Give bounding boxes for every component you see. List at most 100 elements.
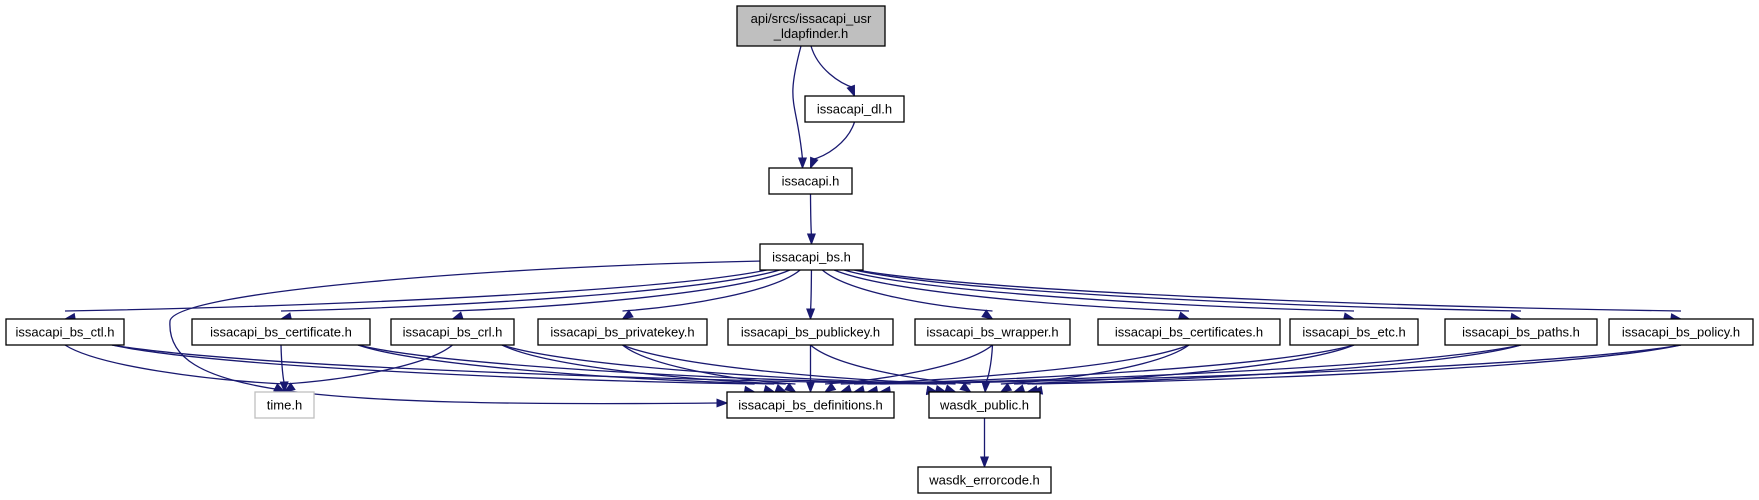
node-label: issacapi_bs_policy.h — [1622, 325, 1740, 340]
nodes-layer: api/srcs/issacapi_usr_ldapfinder.hissaca… — [5, 5, 1754, 494]
node-box — [390, 318, 515, 346]
node-box — [804, 95, 905, 123]
edge-policy-to-wasdk — [1030, 344, 1682, 395]
edge-line — [853, 269, 1522, 312]
node-label: issacapi_bs_certificate.h — [210, 325, 352, 340]
edge-arrowhead — [621, 309, 634, 320]
edge-bs-to-paths — [853, 269, 1523, 322]
edge-line — [622, 344, 796, 385]
edge-policy-to-definitions — [878, 344, 1682, 396]
edge-wasdk-to-errorcode — [979, 418, 990, 469]
node-label: issacapi_dl.h — [817, 102, 892, 117]
node-label: issacapi_bs_paths.h — [1462, 325, 1580, 340]
node-definitions[interactable]: issacapi_bs_definitions.h — [726, 391, 895, 419]
node-label: api/srcs/issacapi_usr — [751, 11, 872, 26]
edge-arrowhead — [959, 382, 972, 393]
edge-line — [64, 344, 285, 385]
edge-line — [64, 269, 767, 312]
edge-line — [792, 45, 804, 160]
node-box — [5, 318, 125, 346]
edge-wrapper-to-definitions — [823, 344, 993, 393]
node-dl[interactable]: issacapi_dl.h — [804, 95, 905, 123]
node-box — [1608, 318, 1754, 346]
edge-issacapi-to-bs — [806, 193, 816, 246]
node-label: issacapi.h — [782, 174, 840, 189]
edge-certificates-to-wasdk — [999, 344, 1190, 393]
edge-line — [843, 269, 1355, 312]
edge-bs-to-privatekey — [621, 269, 801, 320]
edge-line — [809, 193, 813, 237]
node-errorcode[interactable]: wasdk_errorcode.h — [917, 466, 1052, 494]
edge-line — [810, 121, 856, 161]
node-box — [1444, 318, 1598, 346]
edge-line — [357, 344, 775, 385]
edge-arrowhead — [981, 309, 994, 320]
edge-line — [856, 269, 1682, 312]
node-box — [759, 243, 864, 271]
node-label: issacapi_bs_publickey.h — [741, 325, 880, 340]
node-box — [917, 466, 1052, 494]
edge-arrowhead — [823, 382, 837, 393]
edge-bs-to-wrapper — [821, 269, 994, 320]
edge-line — [825, 344, 993, 385]
edge-bs-to-certificate — [279, 269, 780, 322]
node-box — [537, 318, 708, 346]
edge-line — [833, 269, 1190, 312]
edge-line — [1031, 344, 1682, 385]
edge-line — [452, 269, 791, 312]
node-label: wasdk_errorcode.h — [928, 473, 1040, 488]
node-certificates[interactable]: issacapi_bs_certificates.h — [1097, 318, 1281, 346]
node-crl[interactable]: issacapi_bs_crl.h — [390, 318, 515, 346]
edge-bs-to-publickey — [806, 269, 816, 321]
edge-wrapper-to-wasdk — [981, 344, 994, 394]
node-box — [727, 318, 894, 346]
edge-line — [169, 260, 765, 405]
edge-line — [111, 344, 755, 385]
node-label: issacapi_bs_wrapper.h — [926, 325, 1058, 340]
node-publickey[interactable]: issacapi_bs_publickey.h — [727, 318, 894, 346]
node-box — [1097, 318, 1281, 346]
edge-line — [984, 344, 994, 385]
node-privatekey[interactable]: issacapi_bs_privatekey.h — [537, 318, 708, 346]
edge-arrowhead — [805, 381, 816, 394]
node-certificate[interactable]: issacapi_bs_certificate.h — [191, 318, 371, 346]
node-paths[interactable]: issacapi_bs_paths.h — [1444, 318, 1598, 346]
edge-arrowhead — [979, 456, 990, 469]
edge-privatekey-to-definitions — [622, 344, 797, 393]
edge-root-to-issacapi — [792, 45, 808, 170]
edge-arrowhead — [944, 384, 957, 393]
node-label: issacapi_bs_ctl.h — [16, 325, 115, 340]
node-time[interactable]: time.h — [254, 391, 315, 419]
node-box — [736, 5, 886, 47]
node-policy[interactable]: issacapi_bs_policy.h — [1608, 318, 1754, 346]
edge-crl-to-time — [283, 344, 453, 393]
node-label: time.h — [267, 398, 302, 413]
edge-line — [280, 269, 780, 312]
edge-line — [853, 344, 1355, 385]
node-ctl[interactable]: issacapi_bs_ctl.h — [5, 318, 125, 346]
node-label: issacapi_bs_privatekey.h — [550, 325, 694, 340]
node-wasdk[interactable]: wasdk_public.h — [928, 391, 1041, 419]
node-issacapi[interactable]: issacapi.h — [768, 167, 853, 195]
edge-root-to-dl — [810, 45, 856, 98]
edge-arrowhead — [797, 157, 808, 170]
edge-line — [622, 344, 956, 385]
node-etc[interactable]: issacapi_bs_etc.h — [1289, 318, 1419, 346]
edge-arrowhead — [716, 398, 729, 408]
edge-line — [1027, 344, 1522, 385]
node-label: issacapi_bs_etc.h — [1302, 325, 1405, 340]
edge-arrowhead — [784, 382, 797, 393]
edge-line — [880, 344, 1682, 385]
node-label: issacapi_bs_definitions.h — [738, 398, 883, 413]
edge-line — [111, 344, 938, 385]
node-box — [254, 391, 315, 419]
node-box — [928, 391, 1041, 419]
node-label: issacapi_bs_crl.h — [403, 325, 503, 340]
node-wrapper[interactable]: issacapi_bs_wrapper.h — [914, 318, 1071, 346]
edge-certificate-to-time — [279, 344, 289, 394]
node-root[interactable]: api/srcs/issacapi_usr_ldapfinder.h — [736, 5, 886, 47]
node-box — [726, 391, 895, 419]
node-label: wasdk_public.h — [939, 398, 1029, 413]
node-bs[interactable]: issacapi_bs.h — [759, 243, 864, 271]
